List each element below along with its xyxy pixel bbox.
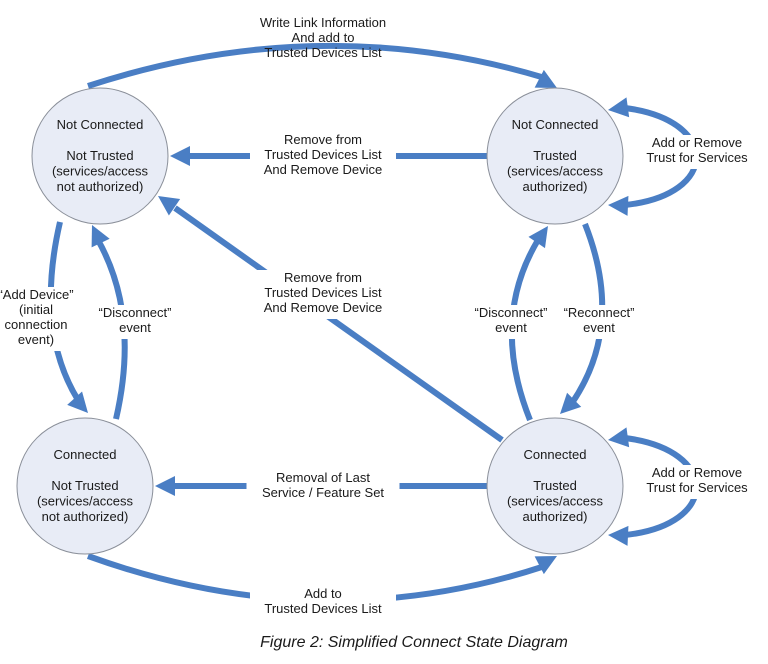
transition-label-line: event <box>583 320 615 335</box>
transition-label-line: event) <box>18 332 54 347</box>
arrowhead <box>67 391 88 413</box>
state-label-line: Not Trusted <box>66 148 133 163</box>
transition-label-line: “Reconnect” <box>564 305 635 320</box>
state-label-line: Connected <box>54 447 117 462</box>
transition-label-t7: “Disconnect”event <box>466 305 556 339</box>
state-circle <box>486 87 624 225</box>
state-label-line: Not Connected <box>512 117 599 132</box>
figure-caption: Figure 2: Simplified Connect State Diagr… <box>260 634 568 651</box>
transition-label-line: “Disconnect” <box>475 305 548 320</box>
label-background <box>466 305 556 339</box>
state-circle <box>486 417 624 555</box>
label-background <box>90 305 180 339</box>
label-background <box>0 287 81 351</box>
arrow-line <box>87 42 546 89</box>
arrowhead <box>608 427 630 448</box>
arrowhead <box>91 225 110 248</box>
transition-label-line: Trust for Services <box>646 480 748 495</box>
transition-arrow-s1-to-s2 <box>87 42 557 89</box>
label-background <box>250 586 396 620</box>
arrowhead <box>528 226 548 249</box>
state-label-line: (services/access <box>507 494 604 509</box>
state-circle <box>16 417 154 555</box>
transition-label-line: Trusted Devices List <box>264 45 382 60</box>
transition-label-line: And add to <box>292 30 355 45</box>
transition-label-line: Write Link Information <box>260 15 386 30</box>
transition-label-t5: “Disconnect”event <box>90 305 180 339</box>
arrowhead <box>608 525 629 546</box>
transition-label-line: “Add Device” <box>0 287 74 302</box>
state-label-line: (services/access <box>52 164 149 179</box>
label-background <box>557 305 641 339</box>
arrow-line <box>173 205 504 443</box>
transition-label-line: Add to <box>304 586 342 601</box>
transition-label-line: Remove from <box>284 132 362 147</box>
transition-label-line: (initial <box>19 302 53 317</box>
arrowhead <box>534 556 557 575</box>
state-label-line: (services/access <box>37 494 134 509</box>
state-label-line: not authorized) <box>57 179 144 194</box>
state-label-line: (services/access <box>507 164 604 179</box>
label-background <box>246 470 400 504</box>
arrowhead <box>560 392 582 414</box>
arrowhead <box>608 195 629 216</box>
transition-label-line: And Remove Device <box>264 162 383 177</box>
label-background <box>250 132 396 181</box>
arrowhead <box>158 196 181 216</box>
label-background <box>631 465 763 499</box>
transition-label-line: And Remove Device <box>264 300 383 315</box>
state-label-line: authorized) <box>522 179 587 194</box>
transition-label-line: Trusted Devices List <box>264 601 382 616</box>
label-background <box>250 270 396 319</box>
label-background <box>631 135 763 169</box>
transition-label-line: Service / Feature Set <box>262 485 384 500</box>
transition-label-line: Trust for Services <box>646 150 748 165</box>
arrowhead <box>608 97 630 118</box>
transition-label-line: event <box>495 320 527 335</box>
state-s2: Not ConnectedTrusted(services/accessauth… <box>486 87 624 225</box>
state-label-line: not authorized) <box>42 509 129 524</box>
transition-label-line: Add or Remove <box>652 465 742 480</box>
transition-label-line: “Disconnect” <box>99 305 172 320</box>
state-label-line: Trusted <box>533 478 577 493</box>
arrowhead <box>170 146 190 166</box>
state-label-line: authorized) <box>522 509 587 524</box>
transition-label-line: Trusted Devices List <box>264 147 382 162</box>
state-s4: ConnectedTrusted(services/accessauthoriz… <box>486 417 624 555</box>
arrowhead <box>155 476 175 496</box>
arrowhead <box>534 69 557 88</box>
state-label-line: Not Trusted <box>51 478 118 493</box>
transition-label-line: Removal of Last <box>276 470 370 485</box>
transition-label-line: connection <box>5 317 68 332</box>
transition-label-t8: “Reconnect”event <box>557 305 641 339</box>
transition-arrow-s4-to-s1 <box>158 196 504 443</box>
state-circle <box>31 87 169 225</box>
state-label-line: Not Connected <box>57 117 144 132</box>
state-label-line: Trusted <box>533 148 577 163</box>
transition-label-line: event <box>119 320 151 335</box>
transition-label-line: Trusted Devices List <box>264 285 382 300</box>
transition-label-line: Add or Remove <box>652 135 742 150</box>
state-label-line: Connected <box>524 447 587 462</box>
transition-label-line: Remove from <box>284 270 362 285</box>
